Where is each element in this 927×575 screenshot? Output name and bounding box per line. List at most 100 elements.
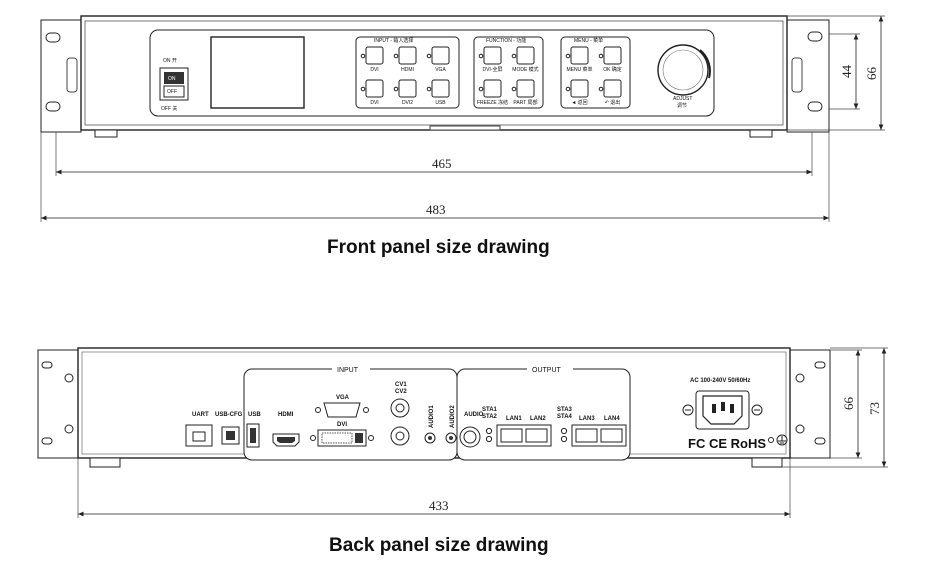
dim-44: 44 [839, 65, 854, 79]
function-buttons: DVI-全屏 MODE 模式 FREEZE 冻结 PART 局部 [477, 46, 539, 106]
audio-out-label: AUDIO [464, 412, 484, 418]
power-switch-on-text: ON [168, 76, 176, 82]
knob-sublabel: 调节 [677, 102, 687, 109]
button-label: USB [435, 100, 446, 106]
hdmi-label: HDMI [278, 412, 294, 418]
sta1-led [485, 427, 493, 435]
certification-marks: FC CE RoHS [688, 436, 766, 451]
sta3-led [560, 427, 568, 435]
button-label: DVI-全屏 [482, 66, 502, 73]
back-ear-slot [41, 437, 53, 445]
menu-section-label: MENU - 菜单 [574, 37, 603, 44]
front-ear-slot [45, 32, 61, 43]
lan4-label: LAN4 [604, 416, 620, 422]
audio1-label: AUDIO1 [429, 405, 435, 428]
menu-button[interactable] [570, 79, 589, 98]
lan3-label: LAN3 [579, 416, 595, 422]
input-button[interactable] [431, 79, 450, 98]
button-label: DVI2 [402, 100, 413, 106]
front-foot [749, 129, 773, 138]
button-led [565, 53, 571, 59]
button-label: PART 局部 [513, 99, 537, 106]
audio2-jack-inner [449, 436, 453, 440]
back-ear-slot [814, 361, 826, 369]
front-caption: Front panel size drawing [327, 237, 550, 258]
lan2-port[interactable] [525, 428, 548, 443]
vga-label: VGA [336, 395, 350, 401]
button-label: HDMI [401, 67, 414, 73]
knob-label: ADJUST [673, 96, 692, 102]
input-button[interactable] [431, 46, 450, 65]
button-label: DVI [370, 100, 378, 106]
ac-pin [730, 404, 734, 413]
cv1-label: CV1 [395, 382, 407, 388]
sta4-label: STA4 [557, 414, 573, 420]
back-ear-hole [795, 424, 805, 434]
button-led [360, 86, 366, 92]
cv1-bnc-inner [395, 403, 405, 413]
lan1-label: LAN1 [506, 416, 522, 422]
button-led [478, 53, 484, 59]
sta4-led [560, 435, 568, 443]
power-switch-rocker-on [164, 72, 184, 84]
ac-power-label: AC 100-240V 50/60Hz [690, 378, 750, 384]
sta2-led [485, 435, 493, 443]
button-led [393, 86, 399, 92]
power-switch-rocker-off [163, 85, 185, 98]
input-button[interactable] [398, 46, 417, 65]
button-led [511, 86, 517, 92]
dvi-label: DVI [337, 422, 347, 428]
back-ear-slot [814, 437, 826, 445]
input-button[interactable] [365, 46, 384, 65]
audio2-label: AUDIO2 [450, 405, 456, 428]
dvi-screw [368, 435, 374, 441]
button-label: MODE 模式 [512, 66, 538, 73]
button-led [598, 53, 604, 59]
vga-port[interactable] [323, 402, 361, 418]
button-led [426, 53, 432, 59]
dvi-ground-pin [355, 433, 363, 443]
dvi-pins [321, 432, 353, 444]
sta1-label: STA1 [482, 407, 498, 413]
ac-pin [721, 402, 725, 411]
front-bottom-strip [429, 125, 501, 131]
dim-73: 73 [867, 402, 882, 415]
input-button[interactable] [365, 79, 384, 98]
lan3-port[interactable] [575, 428, 598, 443]
dim-483: 483 [426, 202, 446, 217]
label-bg [527, 365, 573, 373]
back-foot [751, 457, 783, 468]
back-ear-hole [64, 373, 74, 383]
function-section-label: FUNCTION - 功能 [486, 37, 526, 44]
func-button[interactable] [516, 46, 535, 65]
lan2-label: LAN2 [530, 416, 546, 422]
button-led [511, 53, 517, 59]
button-led [478, 86, 484, 92]
back-input-label: INPUT [337, 367, 359, 374]
func-button[interactable] [516, 79, 535, 98]
ac-pin [712, 404, 716, 413]
func-button[interactable] [483, 79, 502, 98]
vga-screw [315, 407, 321, 413]
menu-button[interactable] [603, 46, 622, 65]
usb-label: USB [248, 412, 261, 418]
input-button[interactable] [398, 79, 417, 98]
func-button[interactable] [483, 46, 502, 65]
input-section-label: INPUT - 输入选择 [374, 37, 413, 44]
button-label: OK 确定 [603, 66, 622, 73]
lan4-port[interactable] [600, 428, 623, 443]
audio1-jack-inner [428, 436, 432, 440]
menu-button[interactable] [570, 46, 589, 65]
button-led [598, 86, 604, 92]
menu-button[interactable] [603, 79, 622, 98]
button-led [360, 53, 366, 59]
button-label: FREEZE 冻结 [477, 99, 508, 106]
back-ear-hole [64, 424, 74, 434]
lan1-port[interactable] [500, 428, 523, 443]
button-label: VGA [435, 67, 446, 73]
power-switch-off-text: OFF [167, 89, 177, 95]
cv2-label: CV2 [395, 389, 407, 395]
